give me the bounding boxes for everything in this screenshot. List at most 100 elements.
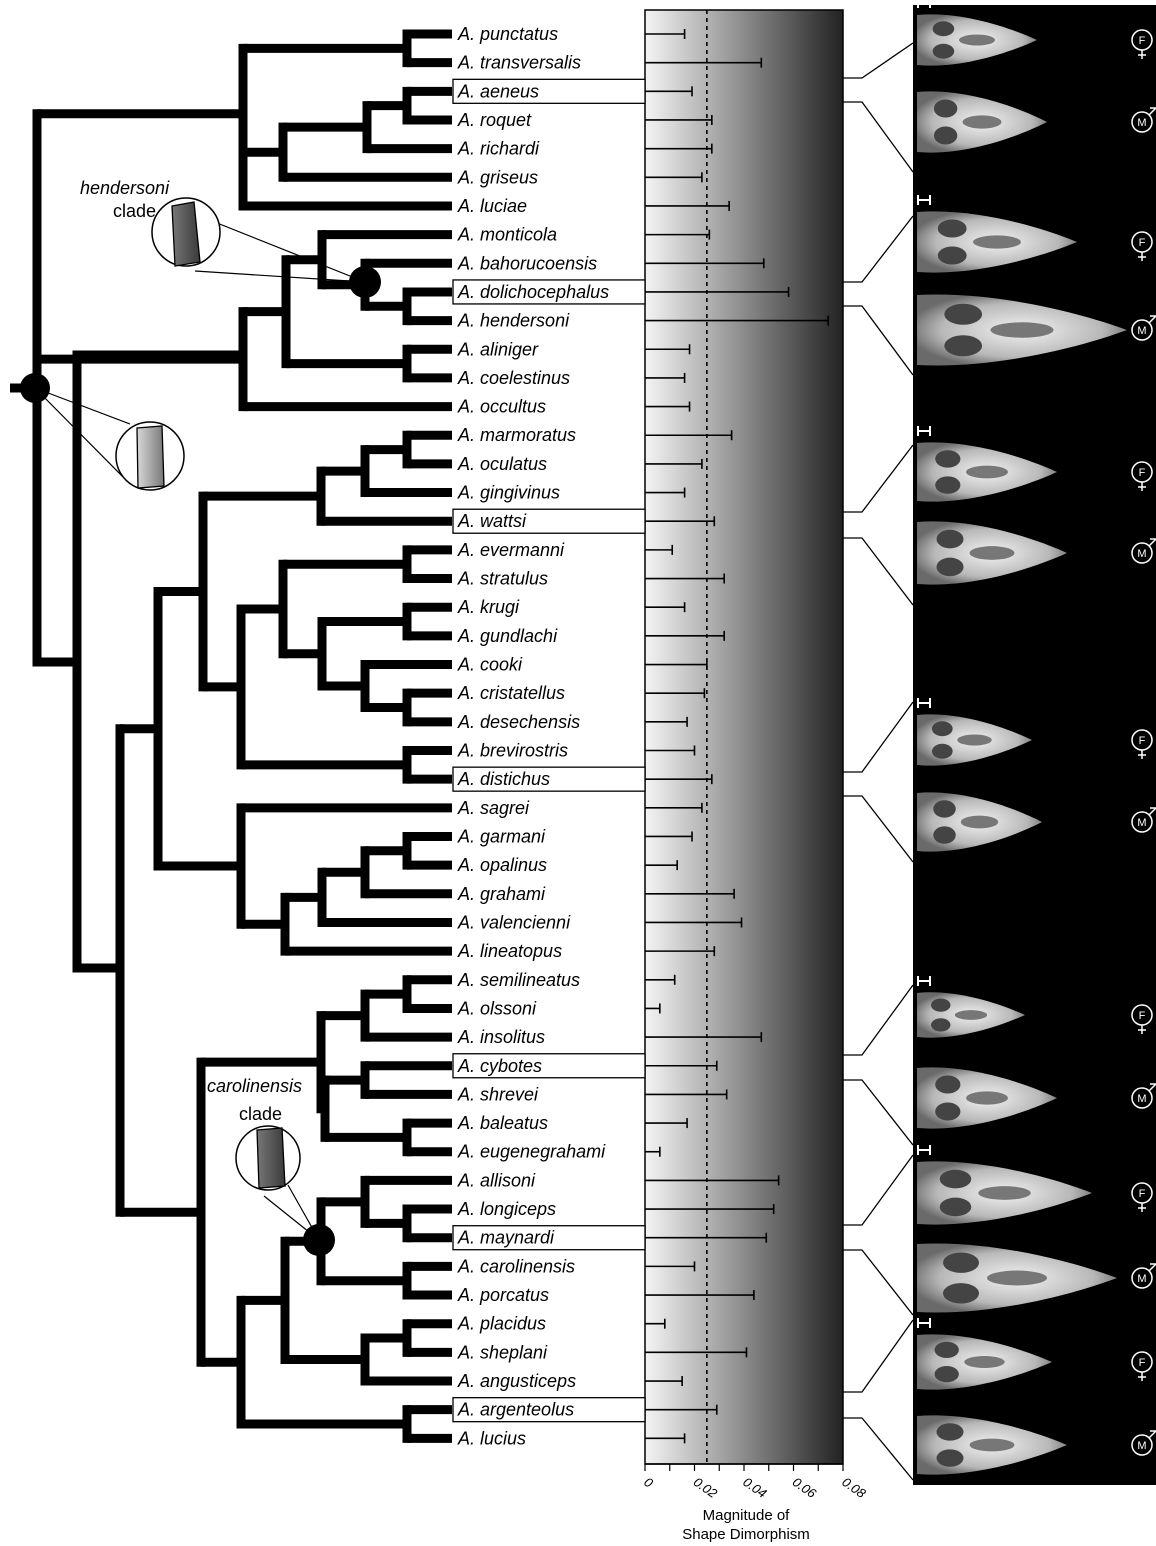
hendersoni-clade-label: hendersoni [80, 178, 170, 198]
species-label: A. lucius [457, 1428, 526, 1448]
connector-female [843, 43, 913, 78]
species-label: A. lineatopus [457, 941, 562, 961]
species-label: A. cristatellus [457, 683, 565, 703]
root-shape-chip [137, 426, 164, 488]
carolinensis-shape-chip [257, 1128, 285, 1188]
species-label: A. insolitus [457, 1027, 545, 1047]
x-axis-label-line2: Shape Dimorphism [682, 1526, 810, 1543]
species-label: A. dolichocephalus [457, 282, 609, 302]
skull-photo-panel: F M F M F M F M F M F M F M [913, 0, 1156, 1485]
species-label: A. evermanni [457, 540, 565, 560]
x-tick-label: 0.08 [839, 1474, 869, 1501]
hendersoni-clade-label-2: clade [113, 201, 156, 221]
sex-symbol-letter: F [1139, 1357, 1146, 1369]
x-tick-label: 0 [641, 1474, 656, 1491]
species-label: A. sheplani [457, 1342, 548, 1362]
species-label: A. transversalis [457, 53, 581, 73]
connector-male [843, 306, 913, 375]
sex-symbol-letter: M [1137, 1440, 1146, 1452]
carolinensis-clade-label: carolinensis [207, 1076, 302, 1096]
species-label: A. angusticeps [457, 1371, 576, 1391]
x-tick-label: 0.06 [790, 1474, 820, 1501]
connector-male [843, 1250, 913, 1315]
species-label: A. wattsi [457, 511, 527, 531]
species-label: A. aeneus [457, 81, 539, 101]
sex-symbol-letter: F [1139, 735, 1146, 747]
species-label: A. grahami [457, 884, 546, 904]
species-label: A. stratulus [457, 569, 548, 589]
sex-symbol-letter: M [1137, 117, 1146, 129]
sex-symbol-letter: M [1137, 1093, 1146, 1105]
sex-symbol-letter: F [1139, 1010, 1146, 1022]
species-label: A. allisoni [457, 1170, 536, 1190]
carolinensis-clade-annotation: carolinensis clade [207, 1076, 335, 1256]
root-node-annotation [20, 373, 184, 490]
species-label: A. placidus [457, 1314, 546, 1334]
species-label: A. luciae [457, 196, 527, 216]
species-label: A. oculatus [457, 454, 547, 474]
species-labels: A. punctatus A. transversalis A. aeneus A. … [453, 24, 645, 1448]
species-label: A. baleatus [457, 1113, 548, 1133]
x-tick-label: 0.04 [740, 1474, 769, 1501]
carolinensis-node-marker [303, 1224, 335, 1256]
species-label: A. shrevei [457, 1084, 539, 1104]
sex-symbol-letter: M [1137, 817, 1146, 829]
species-label: A. carolinensis [457, 1256, 575, 1276]
species-label: A. aliniger [457, 339, 539, 359]
species-label: A. gingivinus [457, 483, 560, 503]
root-node-marker [20, 373, 50, 403]
species-label: A. roquet [457, 110, 532, 130]
species-label: A. eugenegrahami [457, 1142, 606, 1162]
species-label: A. desechensis [457, 712, 580, 732]
connector-male [843, 102, 913, 172]
species-label: A. cooki [457, 655, 523, 675]
connector-female [843, 445, 913, 512]
sex-symbol-letter: F [1139, 237, 1146, 249]
connector-male [843, 538, 913, 605]
sex-symbol-letter: F [1139, 467, 1146, 479]
species-label: A. gundlachi [457, 626, 558, 646]
species-label: A. garmani [457, 826, 546, 846]
species-label: A. longiceps [457, 1199, 556, 1219]
sex-symbol-letter: F [1139, 1188, 1146, 1200]
x-axis: 0 0.02 0.04 0.06 0.08 [641, 1464, 869, 1501]
connector-male [843, 1418, 913, 1480]
sex-symbol-letter: M [1137, 1273, 1146, 1285]
carolinensis-clade-label-2: clade [239, 1104, 282, 1124]
connector-female [843, 985, 913, 1055]
species-label: A. griseus [457, 167, 538, 187]
species-label: A. porcatus [457, 1285, 549, 1305]
species-label: A. opalinus [457, 855, 547, 875]
connector-female [843, 216, 913, 282]
connector-male [843, 1080, 913, 1145]
species-label: A. krugi [457, 597, 520, 617]
species-label: A. cybotes [457, 1056, 542, 1076]
species-label: A. valencienni [457, 912, 571, 932]
species-label: A. marmoratus [457, 425, 576, 445]
species-label: A. maynardi [457, 1228, 555, 1248]
species-label: A. punctatus [457, 24, 558, 44]
species-label: A. bahorucoensis [457, 253, 597, 273]
chart-gradient-background [645, 10, 843, 1464]
connector-female [843, 1320, 913, 1392]
species-label: A. semilineatus [457, 970, 580, 990]
sex-symbol-letter: F [1139, 35, 1146, 47]
x-axis-label-line1: Magnitude of [703, 1507, 791, 1524]
species-label: A. olssoni [457, 998, 537, 1018]
connector-female [843, 1155, 913, 1225]
sex-symbol-letter: M [1137, 548, 1146, 560]
species-label: A. distichus [457, 769, 550, 789]
species-label: A. coelestinus [457, 368, 570, 388]
phylogenetic-tree [10, 30, 452, 1443]
species-label: A. richardi [457, 139, 540, 159]
connector-female [843, 702, 913, 772]
species-label: A. occultus [457, 397, 546, 417]
connector-male [843, 796, 913, 862]
species-label: A. argenteolus [457, 1400, 574, 1420]
hendersoni-node-marker [349, 266, 381, 298]
sex-symbol-letter: M [1137, 325, 1146, 337]
species-label: A. brevirostris [457, 741, 568, 761]
x-tick-label: 0.02 [691, 1474, 721, 1501]
species-label: A. sagrei [457, 798, 530, 818]
